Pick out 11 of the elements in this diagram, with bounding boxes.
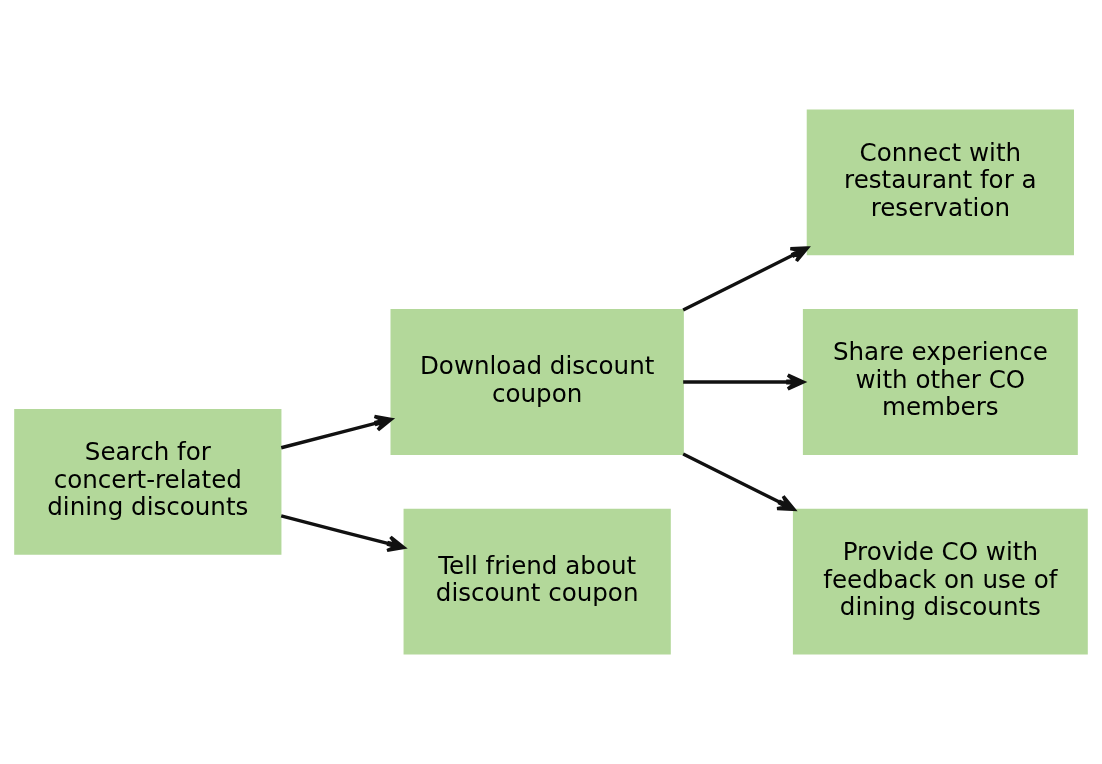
arrow xyxy=(280,514,406,553)
node-box: Connect with restaurant for a reservation xyxy=(806,109,1074,256)
node-box: Download discount coupon xyxy=(390,309,684,455)
arrow xyxy=(682,246,809,312)
node-box: Search for concert-related dining discounts xyxy=(14,408,282,555)
arrow xyxy=(683,373,805,391)
arrow xyxy=(280,414,393,450)
arrow xyxy=(682,452,796,512)
node-box: Tell friend about discount coupon xyxy=(403,508,671,655)
node-box: Provide CO with feedback on use of dining discounts xyxy=(792,508,1088,655)
node-box: Share experience with other CO members xyxy=(802,309,1078,455)
